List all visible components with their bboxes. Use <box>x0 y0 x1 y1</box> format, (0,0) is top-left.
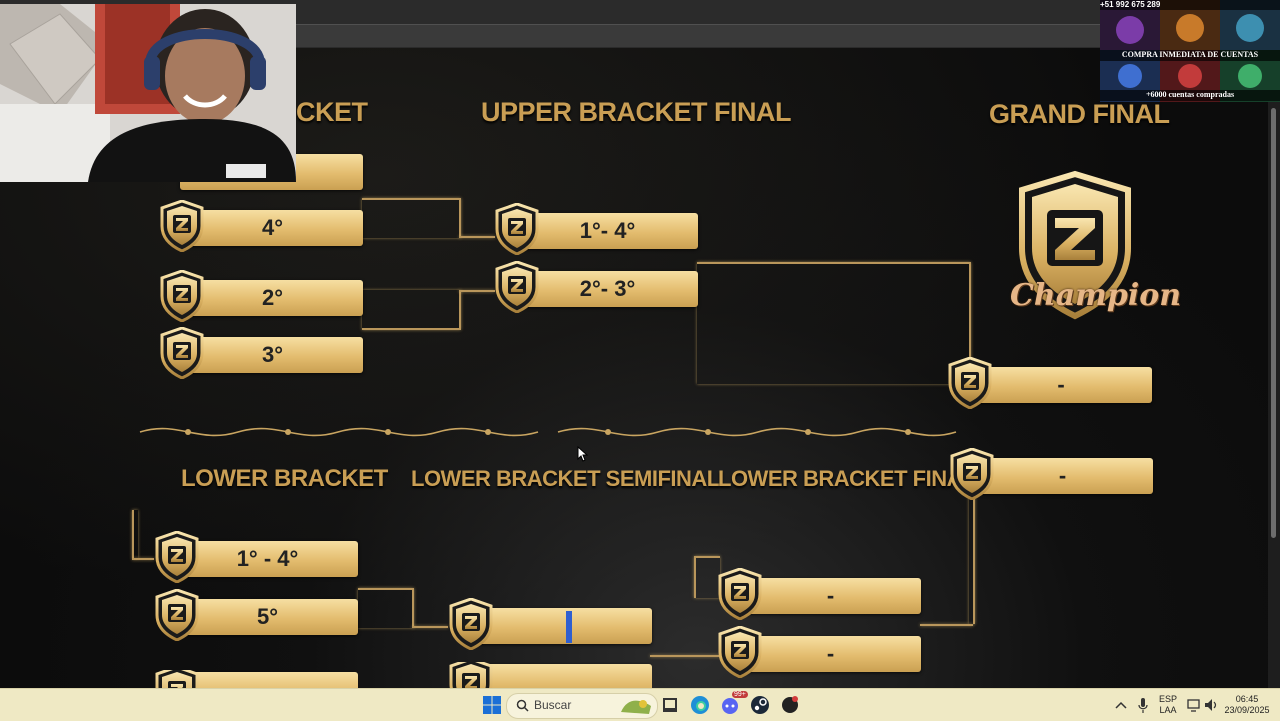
slot-label: 2°- 3° <box>579 276 636 301</box>
discord-badge: 99+ <box>732 691 748 698</box>
slot-label: - <box>826 641 835 666</box>
clock[interactable]: 06:45 23/09/2025 <box>1222 694 1272 716</box>
windows-taskbar: Buscar 99+ ESP LAA 06:45 23/09/2025 <box>0 688 1280 721</box>
slot-label: - <box>826 583 835 608</box>
ad-line1: COMPRA INMEDIATA DE CUENTAS <box>1100 50 1280 61</box>
team-shield-icon <box>495 203 539 255</box>
team-shield-icon <box>160 200 204 252</box>
clock-time: 06:45 <box>1235 694 1259 704</box>
bracket-slot: 2° <box>160 278 363 316</box>
bracket-slot: - <box>948 365 1152 403</box>
lower-bracket-heading: LOWER BRACKET <box>181 465 388 492</box>
lower-bracket-semifinal-heading: LOWER BRACKET SEMIFINAL <box>411 466 720 491</box>
slot-label: 2° <box>261 285 284 310</box>
network-icon[interactable] <box>1186 695 1202 715</box>
team-shield-icon <box>155 589 199 641</box>
team-shield-icon <box>718 568 762 620</box>
team-shield-icon <box>950 448 994 500</box>
upper-bracket-heading: CKET <box>296 97 368 127</box>
bracket-slot: 2°- 3° <box>495 269 698 307</box>
microphone-icon[interactable] <box>1136 695 1150 715</box>
bracket-slot[interactable] <box>449 606 652 644</box>
volume-icon[interactable] <box>1203 695 1219 715</box>
grand-final-heading: GRAND FINAL <box>989 99 1170 129</box>
bracket-slot: - <box>718 634 921 672</box>
team-shield-icon <box>718 626 762 678</box>
text-cursor <box>566 611 572 643</box>
slot-label: - <box>1058 463 1067 488</box>
task-view-icon[interactable] <box>660 695 680 715</box>
lower-bracket-final-heading: LOWER BRACKET FINAL <box>718 466 975 491</box>
ad-line2: +6000 cuentas compradas <box>1100 90 1280 101</box>
team-shield-icon <box>155 670 199 688</box>
bracket-slot: 4° <box>160 208 363 246</box>
start-windows-icon[interactable] <box>482 695 502 715</box>
bracket-slot: 3° <box>160 335 363 373</box>
team-shield-icon <box>449 662 493 688</box>
bracket-slot-partial <box>155 670 358 688</box>
bracket-slot-partial <box>449 662 652 688</box>
connector-line <box>969 476 975 624</box>
keyboard-layout: LAA <box>1159 705 1177 715</box>
discord-icon[interactable] <box>720 695 740 715</box>
ornament-divider <box>139 427 957 437</box>
search-placeholder: Buscar <box>534 698 572 712</box>
connector-line <box>697 262 971 384</box>
search-icon <box>516 699 529 712</box>
slot-label: 1° - 4° <box>236 546 299 571</box>
connector-line <box>650 655 720 657</box>
steam-icon[interactable] <box>750 695 770 715</box>
slot-label: 4° <box>261 215 284 240</box>
game-app-icon[interactable] <box>780 695 800 715</box>
mouse-pointer-icon <box>577 446 589 462</box>
team-shield-icon <box>948 357 992 409</box>
connector-line <box>358 588 414 628</box>
bracket-slot: - <box>718 576 921 614</box>
edge-browser-icon[interactable] <box>690 695 710 715</box>
bracket-slot: 1°- 4° <box>495 211 698 249</box>
connector-line <box>459 236 495 238</box>
connector-line <box>132 510 138 558</box>
champion-shield-icon <box>1019 170 1131 320</box>
webcam-person-image <box>0 4 296 182</box>
team-shield-icon <box>160 270 204 322</box>
connector-line <box>412 626 448 628</box>
connector-line <box>362 198 461 238</box>
slot-label: 3° <box>261 342 284 367</box>
slot-label: 1°- 4° <box>579 218 636 243</box>
ad-banner: +51 992 675 289 COMPRA INMEDIATA DE CUEN… <box>1100 0 1280 102</box>
team-shield-icon <box>155 531 199 583</box>
bracket-slot: 1° - 4° <box>155 539 358 577</box>
search-highlight-icon <box>621 700 651 714</box>
connector-line <box>920 624 973 626</box>
connector-line <box>694 556 720 598</box>
slot-label: - <box>1057 372 1065 397</box>
webcam-overlay <box>0 4 296 182</box>
slot-label: 5° <box>256 604 279 629</box>
bracket-slot: 5° <box>155 597 358 635</box>
clock-date: 23/09/2025 <box>1224 705 1270 715</box>
browser-toolbar <box>296 24 1100 47</box>
ad-phone: +51 992 675 289 <box>1100 0 1280 10</box>
scrollbar-thumb[interactable] <box>1271 108 1276 538</box>
connector-line <box>362 290 461 330</box>
upper-bracket-final-heading: UPPER BRACKET FINAL <box>481 97 792 127</box>
page-scrollbar[interactable] <box>1268 48 1280 688</box>
champion-label: Champion <box>1010 278 1182 313</box>
language-code: ESP <box>1158 694 1177 704</box>
team-shield-icon <box>160 327 204 379</box>
input-language[interactable]: ESP LAA <box>1156 694 1180 716</box>
taskbar-search-box[interactable]: Buscar <box>506 693 658 719</box>
chevron-up-icon[interactable] <box>1114 695 1128 715</box>
team-shield-icon <box>495 261 539 313</box>
bracket-slot: - <box>950 456 1153 494</box>
connector-line <box>459 290 495 292</box>
team-shield-icon <box>449 598 493 650</box>
connector-line <box>132 558 154 560</box>
